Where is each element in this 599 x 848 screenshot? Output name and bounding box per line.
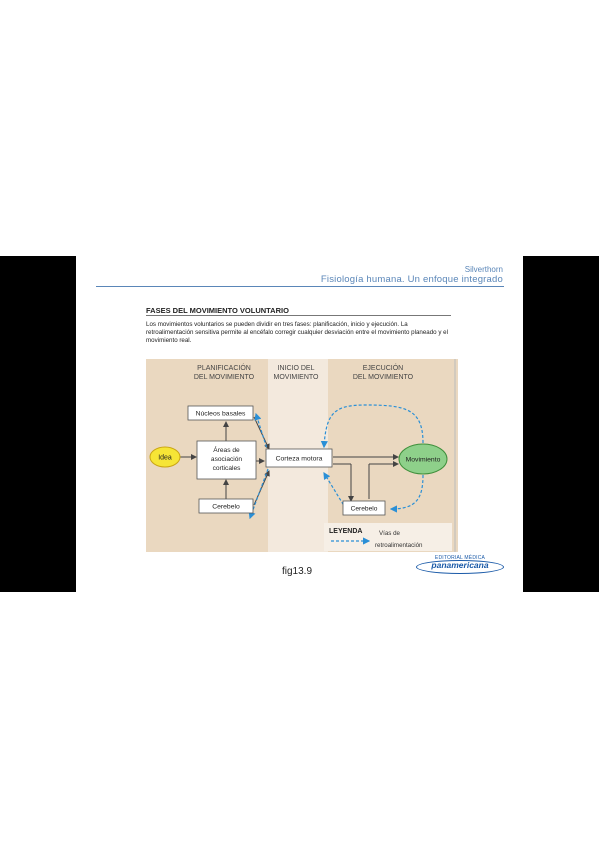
- association-areas-label-1: Áreas de: [213, 445, 240, 454]
- motor-cortex-label: Corteza motora: [276, 456, 323, 463]
- author-name: Silverthorn: [464, 265, 503, 274]
- cerebellum-left-node: [198, 498, 254, 514]
- legend-box: [324, 523, 452, 551]
- header-divider: [96, 286, 504, 287]
- legend-title: LEYENDA: [329, 528, 362, 535]
- phase-execution-line2: DEL MOVIMIENTO: [353, 374, 414, 381]
- idea-node: [149, 446, 181, 468]
- idea-label: Idea: [158, 455, 172, 462]
- phase-planning-line1: PLANIFICACIÓN: [197, 363, 251, 372]
- cerebellum-left-label: Cerebelo: [212, 504, 240, 511]
- figure-title: FASES DEL MOVIMIENTO VOLUNTARIO: [146, 306, 289, 315]
- motor-cortex-node: [265, 448, 333, 468]
- legend-label-line1: Vías de: [379, 530, 401, 537]
- publisher-logo: EDITORIAL MÉDICA panamericana: [414, 555, 506, 575]
- association-areas-node: [196, 440, 257, 480]
- basal-nuclei-label: Núcleos basales: [196, 411, 246, 418]
- feedback-arrows: [248, 404, 424, 520]
- figure-caption: fig13.9: [282, 566, 313, 577]
- association-areas-label-3: corticales: [213, 465, 242, 472]
- movement-label: Movimiento: [406, 457, 441, 464]
- book-title: Fisiología humana. Un enfoque integrado: [320, 274, 503, 285]
- figure-title-divider: [146, 315, 451, 316]
- phase-initiation-line2: MOVIMIENTO: [274, 374, 320, 381]
- left-letterbox: [0, 256, 76, 592]
- movement-phases-diagram: PLANIFICACIÓN DEL MOVIMIENTO INICIO DEL …: [146, 359, 458, 552]
- phase-initiation-line1: INICIO DEL: [278, 365, 315, 372]
- basal-nuclei-node: [187, 405, 254, 421]
- movement-node: [398, 443, 448, 475]
- slide: Silverthorn Fisiología humana. Un enfoqu…: [0, 256, 599, 592]
- publisher-name: panamericana: [431, 560, 489, 570]
- legend-label-line2: retroalimentación: [375, 542, 423, 549]
- phase-planning-line2: DEL MOVIMIENTO: [194, 374, 255, 381]
- cerebellum-right-label: Cerebelo: [351, 506, 378, 513]
- publisher-top-label: EDITORIAL MÉDICA: [434, 555, 486, 561]
- phase-execution-line1: EJECUCIÓN: [363, 363, 403, 372]
- association-areas-label-2: asociación: [211, 456, 242, 463]
- figure-description: Los movimientos voluntarios se pueden di…: [146, 321, 448, 344]
- cerebellum-right-node: [342, 500, 386, 516]
- right-letterbox: [523, 256, 599, 592]
- publisher-oval: [416, 560, 504, 574]
